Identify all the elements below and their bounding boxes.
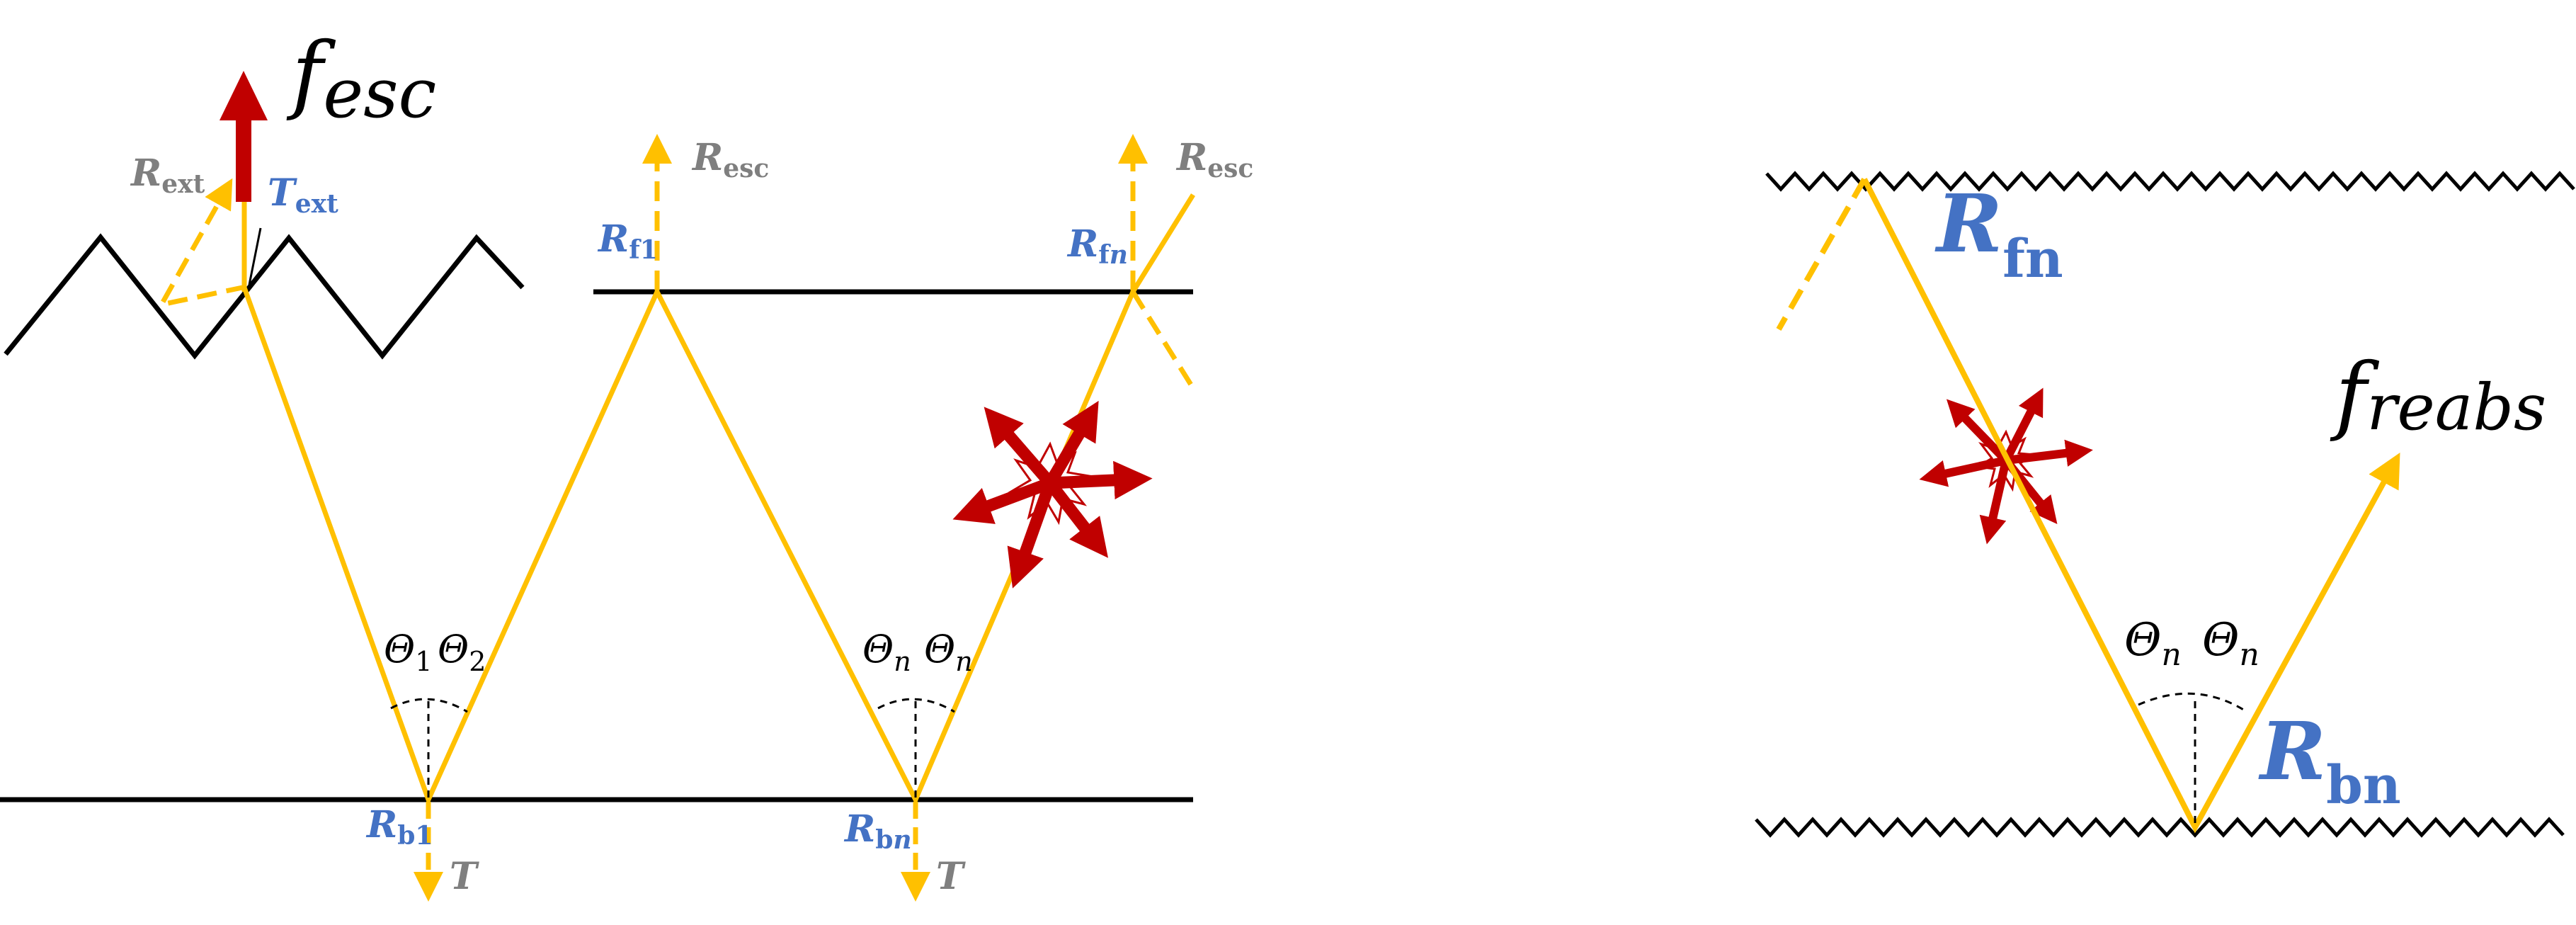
emission-starburst-1 [952,400,1153,589]
red-arrow [1919,456,2007,487]
textured-front-surface [4,233,525,360]
r-bn-small-label: Rbn [843,807,912,855]
escape-arrow-head [220,71,268,120]
r-b1-label: Rb1 [365,803,433,851]
red-arrow [1044,400,1099,487]
light-path-ray [241,193,1195,807]
red-arrow [1045,479,1108,558]
panel-reabsorption [1755,171,2575,838]
panel-planar-cell [0,134,1195,902]
r-fn-big-label: Rfn [1934,178,2063,290]
wavy-top-surface [1765,171,2575,192]
red-arrow [1946,399,2010,464]
theta-2-label: Θ2 [438,627,486,677]
reabsorption-ray-dashed [1776,178,1867,331]
theta-n-label-4: Θn [2202,614,2259,673]
t-label-1: T [450,855,479,898]
angle-arc-1 [390,698,468,713]
red-arrow [984,407,1055,487]
external-reflection-ray [156,178,246,309]
red-arrow [1007,481,1056,589]
r-bn-big-label: Rbn [2258,705,2401,816]
theta-1-label: Θ1 [384,627,432,677]
panel-textured-surface [4,71,525,360]
r-ext-label: Rext [130,152,205,199]
text-pointer-line [248,227,262,285]
r-fn-small-label: Rfn [1066,222,1128,270]
red-arrow [952,477,1052,524]
red-arrow [2005,439,2093,467]
r-esc-label-1: Resc [691,136,769,183]
angle-arc-2 [877,698,955,713]
red-arrow [2002,387,2044,462]
t-label-2: T [936,855,966,898]
theta-n-label-2: Θn [924,627,973,677]
f-reabs-label: freabs [2330,346,2546,445]
emission-starburst-2 [1919,387,2093,545]
red-arrow [1049,460,1153,500]
wavy-bottom-surface [1755,817,2565,838]
f-esc-label: fesc [286,25,436,133]
angle-arc-3 [2138,692,2245,712]
ray-exit-dashed [1131,290,1195,390]
r-f1-label: Rf1 [597,217,658,265]
r-esc-label-2: Resc [1175,136,1253,183]
theta-n-label-1: Θn [862,627,911,677]
t-ext-label: Text [268,171,338,219]
red-arrow [1979,459,2010,545]
reabsorption-ray [1862,178,2400,834]
theta-n-label-3: Θn [2124,614,2182,673]
